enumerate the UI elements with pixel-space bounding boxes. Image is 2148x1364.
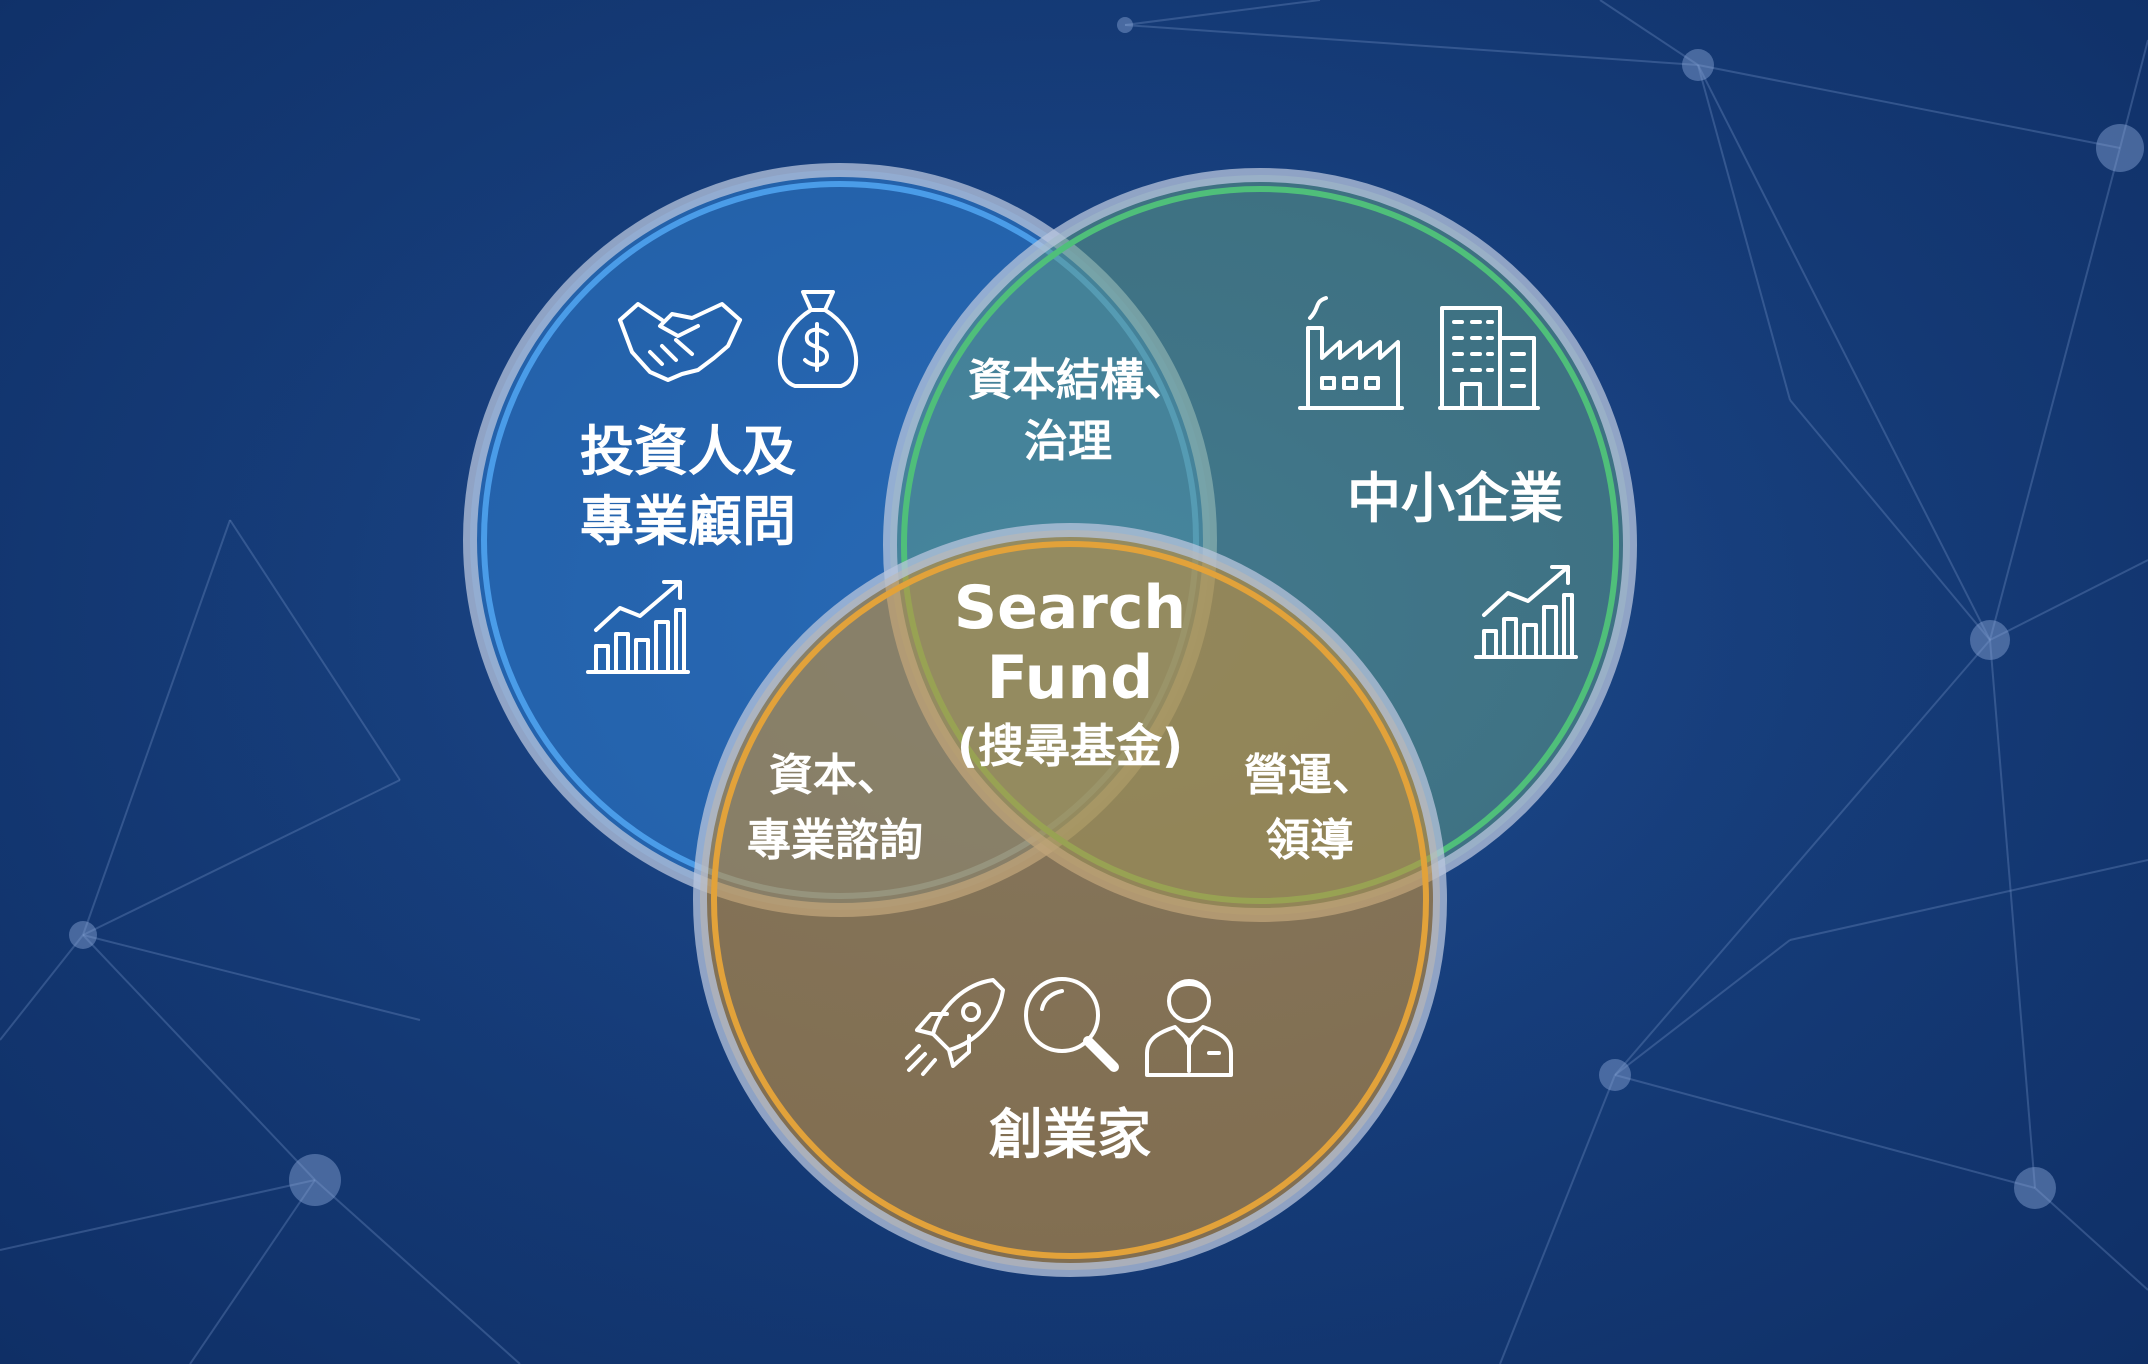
businessman-icon <box>1145 979 1233 1077</box>
overlap-smes-entrepreneurs-line2: 領導 <box>1266 815 1354 866</box>
investors-label-line2: 專業顧問 <box>580 490 796 553</box>
center-label-line2: Fund <box>987 643 1153 713</box>
background-nodes <box>69 17 2144 1209</box>
factory-icon <box>1298 296 1404 410</box>
overlap-investors-smes-line2: 治理 <box>1024 416 1112 467</box>
overlap-investors-entrepreneurs-line2: 專業諮詢 <box>747 815 923 866</box>
center-label-line3: (搜尋基金) <box>957 719 1183 773</box>
money-bag-icon <box>778 290 858 388</box>
overlap-smes-entrepreneurs-line1: 營運、 <box>1244 750 1376 801</box>
growth-chart-icon <box>586 580 690 674</box>
office-building-icon <box>1438 306 1540 410</box>
entrepreneurs-label: 創業家 <box>989 1103 1151 1166</box>
investors-label-line1: 投資人及 <box>580 420 796 483</box>
overlap-investors-entrepreneurs-line1: 資本、 <box>769 750 901 801</box>
entrepreneurs-circle <box>693 523 1447 1277</box>
center-label-line1: Search <box>954 573 1186 643</box>
magnifier-icon <box>1024 977 1119 1072</box>
entrepreneurs-circle-rim <box>711 541 1429 1259</box>
handshake-icon <box>618 302 742 382</box>
overlap-investors-smes-line1: 資本結構、 <box>968 355 1188 406</box>
smes-label: 中小企業 <box>1347 467 1563 530</box>
rocket-icon <box>905 978 1005 1076</box>
growth-chart-icon <box>1474 565 1578 659</box>
